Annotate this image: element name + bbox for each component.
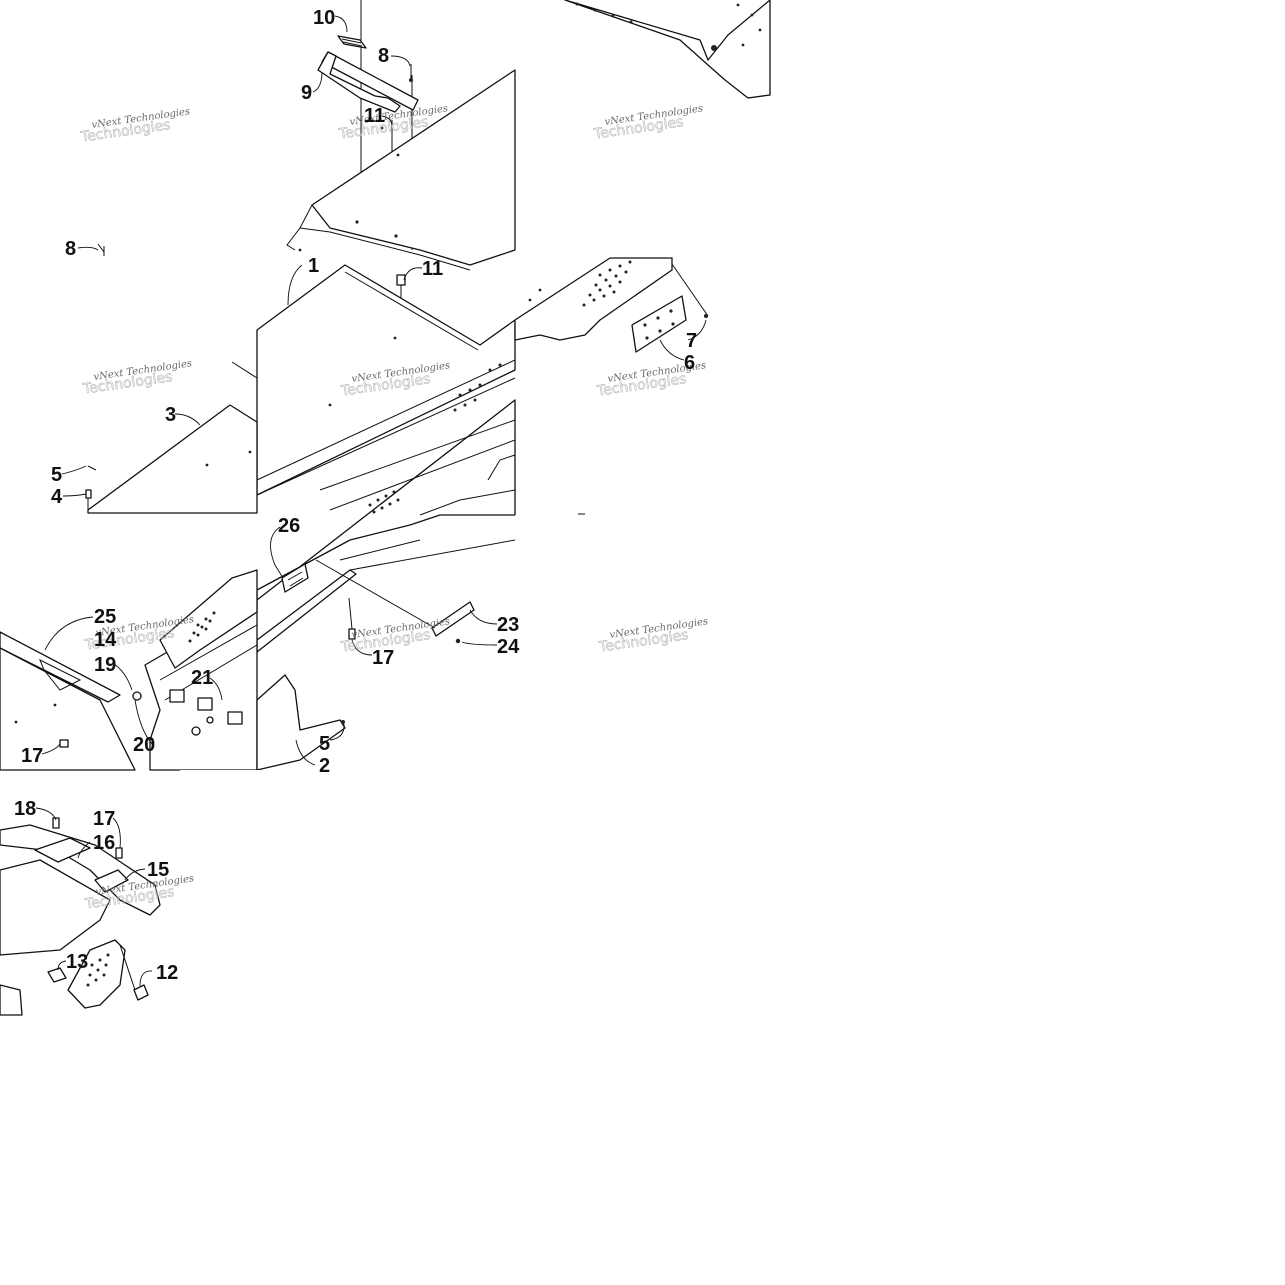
flap-holes (643, 309, 675, 340)
tile-gap (515, 515, 772, 770)
tunnel-hole-pattern (328, 336, 502, 514)
callouts: 10 8 9 11 8 1 11 7 6 3 5 4 26 25 14 19 2… (14, 7, 697, 984)
rear-bumper-area (0, 569, 346, 771)
callout-19: 19 (94, 654, 116, 676)
callout-1: 1 (308, 255, 319, 277)
tunnel-rear-section (514, 0, 771, 515)
callout-6: 6 (684, 352, 695, 374)
callout-8: 8 (65, 238, 76, 260)
callout-14: 14 (94, 629, 117, 651)
tunnel-lower-section (256, 264, 516, 653)
callout-3: 3 (165, 404, 176, 426)
callout-24: 24 (497, 636, 520, 658)
callout-18: 18 (14, 798, 36, 820)
callout-7: 7 (686, 330, 697, 352)
callout-12: 12 (156, 962, 178, 984)
bumper-assembly (0, 817, 161, 1016)
callout-20: 20 (133, 734, 155, 756)
callout-5: 5 (51, 464, 62, 486)
tile-gap (257, 770, 772, 1028)
callout-4: 4 (51, 486, 63, 508)
callout-25: 25 (94, 606, 116, 628)
tile-gap (772, 0, 1285, 1028)
bracket-hole-pattern (86, 953, 110, 987)
callout-5: 5 (319, 733, 330, 755)
callout-13: 13 (66, 951, 88, 973)
callout-9: 9 (301, 82, 312, 104)
callout-23: 23 (497, 614, 519, 636)
bumper-slots (169, 689, 243, 725)
callout-8: 8 (378, 45, 389, 67)
callout-15: 15 (147, 859, 169, 881)
callout-17: 17 (21, 745, 43, 767)
rear-hole-pattern (528, 260, 632, 307)
callout-2: 2 (319, 755, 330, 777)
side-panel (85, 243, 258, 514)
tunnel-upper-section (286, 0, 516, 318)
callout-21: 21 (191, 667, 213, 689)
callout-17: 17 (372, 647, 394, 669)
bumper-hole-pattern (188, 611, 216, 643)
callout-10: 10 (313, 7, 335, 29)
callout-16: 16 (93, 832, 115, 854)
tile-gap (0, 0, 257, 90)
callout-26: 26 (278, 515, 300, 537)
callout-11: 11 (364, 105, 385, 127)
tile-gap (180, 770, 257, 1028)
leader-lines (35, 15, 707, 987)
callout-17: 17 (93, 808, 115, 830)
callout-11: 11 (422, 258, 443, 280)
tile-gap (0, 1028, 1285, 1285)
